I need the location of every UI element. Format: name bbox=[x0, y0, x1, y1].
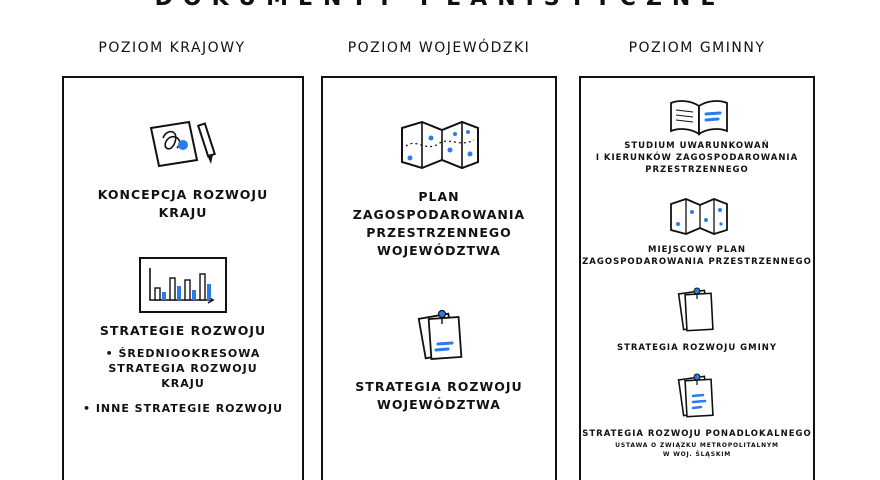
concept-sketch-icon bbox=[149, 120, 217, 168]
item-label-strategie: STRATEGIE ROZWOJU bbox=[99, 323, 267, 338]
item-label-plan-wojewodztwa: PLAN ZAGOSPODAROWANIA PRZESTRZENNEGO WOJ… bbox=[352, 189, 526, 258]
folded-map-icon bbox=[670, 198, 728, 235]
column-heading-municipal: POZIOM GMINNY bbox=[628, 40, 766, 56]
item-label-strategia-wojewodztwa: STRATEGIA ROZWOJU WOJEWÓDZTWA bbox=[355, 379, 523, 412]
column-box-municipal bbox=[579, 76, 815, 480]
item-label-strategia-ponadlokalna: STRATEGIA ROZWOJU PONADLOKALNEGO bbox=[582, 429, 812, 439]
bullet-item: • ŚREDNIOOKRESOWA bbox=[105, 347, 261, 360]
item-note-ustawa: USTAWA O ZWIĄZKU METROPOLITALNYM W WOJ. … bbox=[615, 442, 779, 458]
bullet-item-cont: KRAJU bbox=[161, 377, 205, 390]
bullet-item: • INNE STRATEGIE ROZWOJU bbox=[82, 402, 284, 415]
item-label-studium: STUDIUM UWARUNKOWAŃ I KIERUNKÓW ZAGOSPOD… bbox=[595, 141, 799, 175]
item-label-koncepcja: KONCEPCJA ROZWOJU KRAJU bbox=[97, 187, 269, 220]
item-label-miejscowy-plan: MIEJSCOWY PLAN ZAGOSPODAROWANIA PRZESTRZ… bbox=[582, 245, 812, 267]
column-heading-regional: POZIOM WOJEWÓDZKI bbox=[347, 40, 531, 56]
folded-map-icon bbox=[401, 120, 479, 170]
pinned-document-icon bbox=[417, 309, 463, 360]
bullet-item-cont: STRATEGIA ROZWOJU bbox=[108, 362, 258, 375]
column-box-national bbox=[62, 76, 304, 480]
bar-chart-icon bbox=[139, 257, 227, 313]
bullet-list-strategie: • ŚREDNIOOKRESOWA STRATEGIA ROZWOJU KRAJ… bbox=[62, 346, 304, 416]
pinned-document-icon bbox=[677, 287, 714, 332]
page-title: DOKUMENTY PLANISTYCZNE bbox=[0, 0, 880, 11]
item-label-strategia-gminy: STRATEGIA ROZWOJU GMINY bbox=[616, 343, 778, 353]
column-heading-national: POZIOM KRAJOWY bbox=[98, 40, 246, 56]
column-box-regional bbox=[321, 76, 557, 480]
pinned-document-icon bbox=[677, 373, 714, 418]
open-book-icon bbox=[670, 100, 728, 136]
